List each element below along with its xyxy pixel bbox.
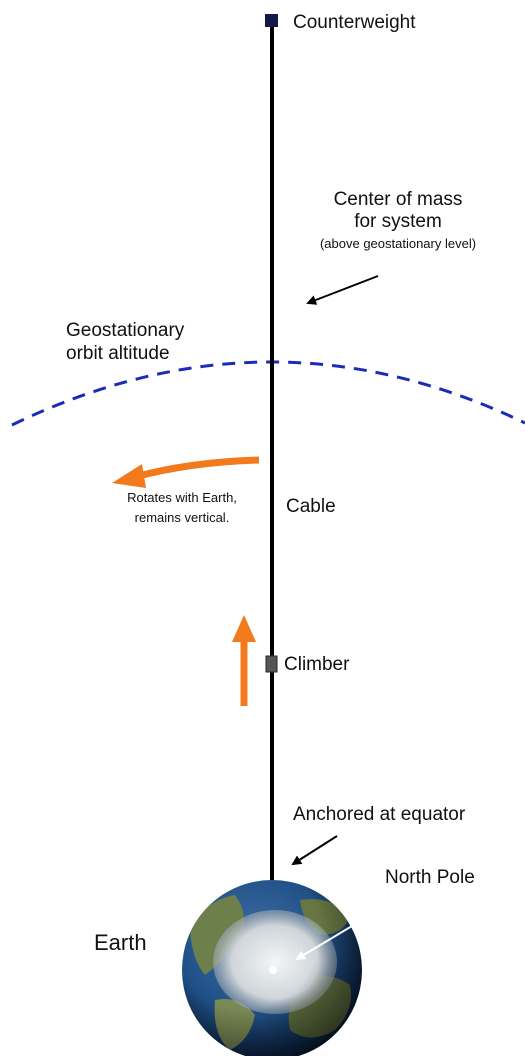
rotates-label-line2: remains vertical. — [135, 510, 230, 525]
north-pole-arrow — [295, 892, 408, 961]
climber-block — [265, 655, 278, 673]
anchor-arrow — [291, 835, 338, 866]
geostationary-orbit-arc — [11, 360, 525, 427]
earth-label: Earth — [94, 930, 147, 955]
center-of-mass-label-line1: Center of mass — [334, 189, 463, 210]
center-of-mass-note: (above geostationary level) — [320, 236, 476, 251]
climber-label: Climber — [284, 654, 350, 675]
rotation-arrow — [112, 456, 260, 488]
geostationary-label-line2: orbit altitude — [66, 343, 170, 364]
center-of-mass-label-line2: for system — [354, 211, 442, 232]
north-pole-dot — [269, 966, 277, 974]
climber-up-arrow — [232, 615, 256, 706]
counterweight-label: Counterweight — [293, 12, 416, 33]
geostationary-label-line1: Geostationary — [66, 320, 185, 341]
earth-globe — [182, 880, 362, 1056]
anchored-label: Anchored at equator — [293, 804, 466, 825]
rotates-label-line1: Rotates with Earth, — [127, 490, 237, 505]
counterweight-block — [265, 14, 278, 27]
center-of-mass-arrow — [306, 275, 379, 305]
cable-label: Cable — [286, 496, 336, 517]
north-pole-label: North Pole — [385, 867, 475, 888]
